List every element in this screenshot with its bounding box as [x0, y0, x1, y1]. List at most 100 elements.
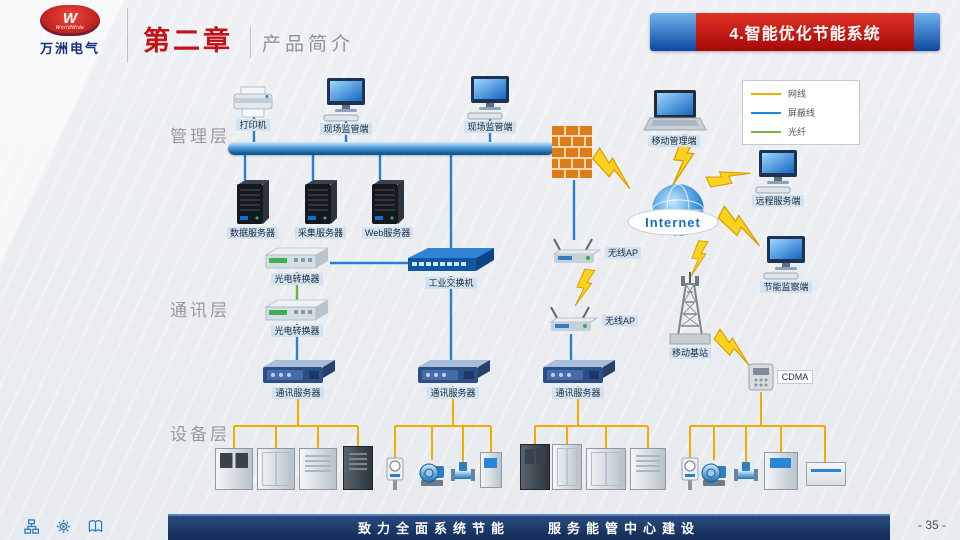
- banner-right-cap: [914, 13, 940, 51]
- desktop-monitor-icon: [760, 236, 812, 280]
- comm-server-icon: [259, 358, 337, 386]
- vented-cabinet-icon: [299, 448, 337, 490]
- optical-converter-icon: [264, 298, 330, 324]
- layer-label-communication: 通讯层: [170, 301, 230, 320]
- desktop-monitor-icon: [752, 150, 804, 194]
- page-number: - 35 -: [917, 518, 946, 532]
- printer-icon: [230, 86, 276, 118]
- management-bus: [228, 142, 554, 155]
- node-label: 打印机: [236, 119, 270, 131]
- node-label: 无线AP: [602, 315, 639, 327]
- firewall-icon: [552, 126, 592, 178]
- node-site-monitor-1: 现场监管端: [320, 78, 372, 135]
- node-label: 采集服务器: [295, 227, 347, 239]
- title-divider: [250, 27, 251, 58]
- legend-label: 光纤: [788, 127, 807, 137]
- node-internet: Internet: [626, 184, 720, 238]
- node-label: 移动管理端: [648, 135, 700, 147]
- layer-label-device: 设备层: [170, 425, 230, 444]
- desktop-monitor-icon: [464, 76, 516, 120]
- optical-converter-icon: [264, 246, 330, 272]
- server-tower-icon: [303, 178, 339, 226]
- screen-panel-icon: [480, 452, 502, 488]
- node-remote-server: 远程服务端: [752, 150, 804, 207]
- switchgear-cabinet-icon: [215, 448, 253, 490]
- node-label: 通讯服务器: [427, 387, 479, 399]
- node-label: CDMA: [777, 370, 813, 384]
- legend-row-network: 网线: [751, 87, 851, 100]
- node-label: 移动基站: [668, 347, 711, 359]
- legend-row-fiber: 光纤: [751, 125, 851, 138]
- server-rack-icon: [343, 446, 373, 490]
- server-tower-icon: [370, 178, 406, 226]
- node-label: 现场监管端: [320, 123, 372, 135]
- node-label: 光电转换器: [271, 325, 323, 337]
- logo-subtext: WorldWide: [55, 24, 85, 31]
- transmitter-instrument-icon: [385, 456, 405, 495]
- desktop-monitor-icon: [320, 78, 372, 122]
- banner-left-cap: [650, 13, 696, 51]
- vented-cabinet-icon: [630, 448, 666, 490]
- cdma-modem-icon: [748, 362, 774, 392]
- gear-icon: [57, 520, 70, 533]
- tall-cabinet-icon: [552, 444, 582, 490]
- chart-recorder-icon: [806, 462, 846, 486]
- blue-line-icon: [751, 111, 781, 114]
- node-label: 光电转换器: [271, 273, 323, 285]
- banner-text: 4.智能优化节能系统: [696, 13, 914, 51]
- wireless-ap-icon: [543, 306, 599, 336]
- node-label: 通讯服务器: [272, 387, 324, 399]
- internet-label: Internet: [645, 215, 701, 230]
- node-label: 现场监管端: [464, 121, 516, 133]
- legend-label: 屏蔽线: [788, 108, 816, 118]
- logo-w: W: [62, 9, 78, 27]
- green-line-icon: [751, 130, 781, 133]
- wide-cabinet-icon: [586, 448, 626, 490]
- node-label: 数据服务器: [227, 227, 279, 239]
- node-comm-server-3: 通讯服务器: [539, 358, 617, 399]
- pump-icon: [418, 458, 446, 493]
- pump-icon: [700, 458, 728, 493]
- flow-meter-icon: [733, 460, 759, 491]
- node-optical-converter-1: 光电转换器: [264, 246, 330, 285]
- transmitter-instrument-icon: [680, 456, 700, 495]
- industrial-switch-icon: [406, 246, 496, 276]
- node-collect-server: 采集服务器: [295, 178, 347, 239]
- footer-slogan-bar: 致力全面系统节能 服务能管中心建设: [168, 514, 890, 540]
- node-comm-server-1: 通讯服务器: [259, 358, 337, 399]
- company-logo: W WorldWide 万洲电气: [20, 5, 120, 57]
- page-title: 产品简介: [262, 34, 355, 55]
- laptop-icon: [640, 90, 708, 134]
- node-web-server: Web服务器: [362, 178, 414, 239]
- legend-row-shielded: 屏蔽线: [751, 106, 851, 119]
- comm-server-icon: [539, 358, 617, 386]
- node-base-station: 移动基站: [660, 272, 720, 359]
- screen-panel-icon: [764, 452, 798, 490]
- node-firewall: [552, 126, 592, 178]
- legend-label: 网线: [788, 89, 807, 99]
- chapter-title: 第二章: [143, 26, 233, 56]
- header-divider: [127, 8, 128, 63]
- node-data-server: 数据服务器: [227, 178, 279, 239]
- internet-globe-icon: Internet: [627, 184, 719, 236]
- logo-emblem: W WorldWide: [40, 5, 100, 36]
- node-label: Web服务器: [362, 227, 414, 239]
- legend: 网线 屏蔽线 光纤: [742, 80, 860, 145]
- layer-label-management: 管理层: [170, 127, 230, 146]
- node-label: 节能监察端: [760, 281, 812, 293]
- node-wireless-ap-2: 无线AP: [543, 306, 639, 336]
- node-optical-converter-2: 光电转换器: [264, 298, 330, 337]
- comm-server-icon: [414, 358, 492, 386]
- node-label: 通讯服务器: [552, 387, 604, 399]
- section-banner: 4.智能优化节能系统: [650, 13, 940, 51]
- org-chart-icon: [24, 519, 39, 534]
- node-comm-server-2: 通讯服务器: [414, 358, 492, 399]
- company-name: 万洲电气: [39, 41, 100, 56]
- node-mobile-management: 移动管理端: [640, 90, 708, 147]
- book-icon: [88, 520, 103, 533]
- control-cabinet-icon: [257, 448, 295, 490]
- node-printer: 打印机: [230, 86, 276, 131]
- radio-tower-icon: [660, 272, 720, 346]
- footer-slogan: 致力全面系统节能 服务能管中心建设: [357, 520, 700, 536]
